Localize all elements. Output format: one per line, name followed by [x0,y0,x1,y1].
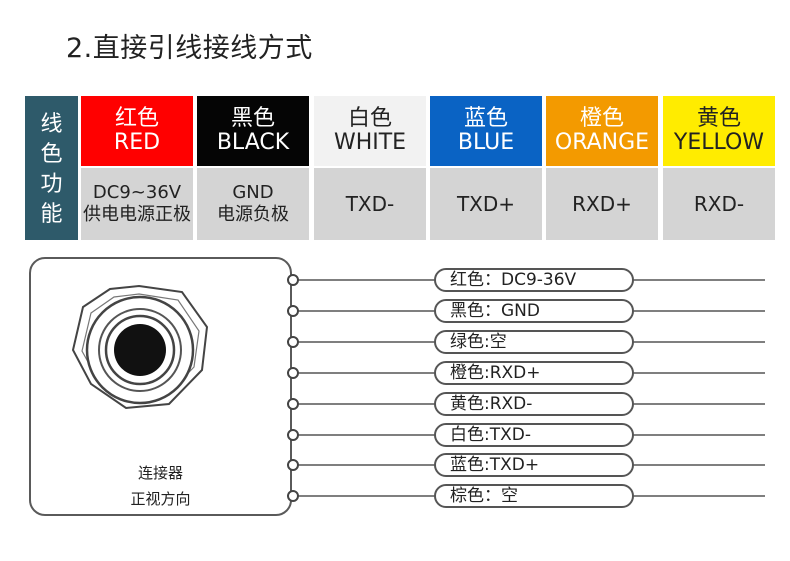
wire-terminal-dot [287,429,299,441]
side-label-char: 线 [40,112,63,137]
wire-color-cn: 红色 [114,106,159,131]
wire-color-en: BLACK [216,130,290,155]
wire-label: 黄色:RXD- [434,392,634,416]
connector-caption: 连接器 [137,464,183,482]
wire-color-cn: 白色 [347,106,392,131]
wire-color-cn: 黑色 [230,106,275,131]
page-title: 2.直接引线接线方式 [66,33,313,64]
wire-function-text: TXD+ [456,191,516,216]
wire-function-cell: RXD+ [546,168,658,240]
wire-function-side-label: 线 色 功 能 [25,96,78,240]
wire-terminal-dot [287,336,299,348]
wire-function-text: TXD- [345,191,395,216]
side-label-char: 色 [40,142,63,167]
wire-function-text: 供电电源正极 [83,204,191,225]
side-label-char: 能 [40,202,63,227]
wire-function-text: 电源负极 [217,204,289,225]
wire-terminal-dot [287,490,299,502]
wire-color-cn: 蓝色 [463,106,508,131]
wire-label: 蓝色:TXD+ [434,453,634,477]
wire-function-cell: TXD- [314,168,426,240]
wire-color-cn: 黄色 [696,106,741,131]
wire-color-en: BLUE [457,130,515,155]
wire-function-text: GND [232,182,274,203]
wire-terminal-dot [287,305,299,317]
wire-function-text: RXD- [693,191,745,216]
wire-label: 黑色：GND [434,299,634,323]
wire-function-cell: TXD+ [430,168,542,240]
wire-function-text: DC9~36V [92,182,182,203]
wire-function-text: RXD+ [572,191,632,216]
wire-terminal-dot [287,274,299,286]
wire-color-en: RED [113,130,161,155]
wire-label: 白色:TXD- [434,423,634,447]
wire-function-cell: RXD- [663,168,775,240]
wire-label: 红色：DC9-36V [434,268,634,292]
wire-color-cn: 橙色 [579,106,624,131]
wire-terminal-dot [287,398,299,410]
connector-caption-direction: 正视方向 [130,490,191,508]
side-label-char: 功 [40,172,63,197]
wire-color-en: WHITE [333,130,407,155]
wire-color-en: ORANGE [554,130,650,155]
wire-label: 橙色:RXD+ [434,361,634,385]
wire-terminal-dot [287,367,299,379]
wire-terminal-dot [287,459,299,471]
wire-label: 棕色：空 [434,484,634,508]
wire-color-en: YELLOW [673,130,765,155]
wire-label: 绿色:空 [434,330,634,354]
